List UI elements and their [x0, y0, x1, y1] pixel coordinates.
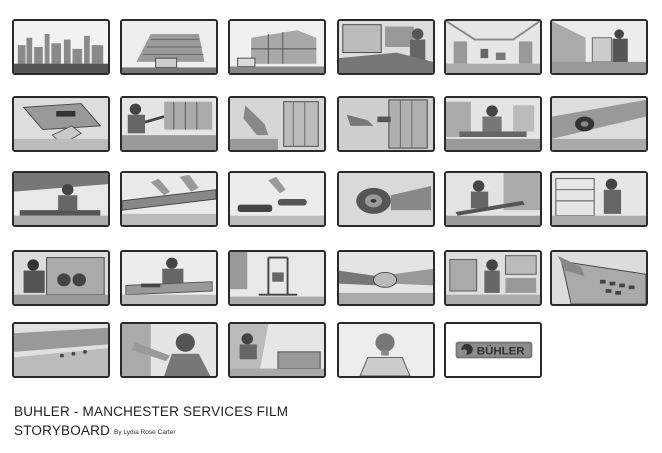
building-with-van-sketch — [122, 21, 216, 73]
storyboard-frame-24 — [550, 250, 648, 306]
storyboard-frame-8 — [120, 96, 218, 152]
warehouse-interior-sketch — [446, 21, 540, 73]
office-building-sketch — [230, 21, 324, 73]
storyboard-frame-10 — [337, 96, 435, 152]
worker-in-corridor-sketch — [552, 21, 646, 73]
city-skyline-sketch — [14, 21, 108, 73]
handshake-sketch — [339, 252, 433, 304]
storyboard-frame-14 — [120, 171, 218, 227]
storyboard-frame-17 — [444, 171, 542, 227]
cabinet-detail-sketch — [339, 98, 433, 150]
technician-at-bench-sketch — [446, 98, 540, 150]
storyboard-frame-3 — [228, 19, 326, 75]
storyboard-frame-4 — [337, 19, 435, 75]
worker-at-machine-sketch — [14, 252, 108, 304]
storyboard-frame-19 — [12, 250, 110, 306]
storyboard-frame-11 — [444, 96, 542, 152]
title-block: BUHLER - MANCHESTER SERVICES FILM STORYB… — [14, 403, 288, 441]
control-panel-hand-sketch — [552, 252, 646, 304]
storyboard-frame-15 — [228, 171, 326, 227]
storyboard-frame-2 — [120, 19, 218, 75]
worker-at-desk-sketch — [122, 252, 216, 304]
van-driver-sketch — [339, 21, 433, 73]
smiling-man-portrait-sketch — [339, 324, 433, 376]
storyboard-frame-5 — [444, 19, 542, 75]
production-line-sketch — [14, 324, 108, 376]
lifting-frame-sketch — [230, 252, 324, 304]
storyboard-frame-13 — [12, 171, 110, 227]
hand-on-panel-sketch — [230, 98, 324, 150]
storyboard-frame-22 — [337, 250, 435, 306]
storyboard-label: STORYBOARD — [14, 423, 111, 438]
worker-with-shelves-sketch — [552, 173, 646, 225]
storyboard-frame-28 — [337, 322, 435, 378]
roller-closeup-sketch — [339, 173, 433, 225]
storyboard-frame-18 — [550, 171, 648, 227]
control-room-sketch — [446, 252, 540, 304]
storyboard-frame-26 — [120, 322, 218, 378]
storyboard-frame-6 — [550, 19, 648, 75]
seated-person-sketch — [230, 324, 324, 376]
storyboard-frame-23 — [444, 250, 542, 306]
hand-on-machine-sketch — [14, 98, 108, 150]
storyboard-frame-29: BÜHLER — [444, 322, 542, 378]
storyboard-frame-27 — [228, 322, 326, 378]
buhler-logo-frame: BÜHLER — [446, 324, 540, 376]
film-title: BUHLER - MANCHESTER SERVICES FILM — [14, 404, 289, 419]
worker-carrying-part-sketch — [446, 173, 540, 225]
hands-measuring-sketch — [122, 173, 216, 225]
storyboard-frame-20 — [120, 250, 218, 306]
buhler-logo-text: BÜHLER — [477, 345, 525, 358]
storyboard-frame-1 — [12, 19, 110, 75]
worker-closeup-sketch — [122, 324, 216, 376]
storyboard-frame-16 — [337, 171, 435, 227]
storyboard-frame-7 — [12, 96, 110, 152]
storyboard-frame-25 — [12, 322, 110, 378]
author-credit: By Lydia Rose Carter — [114, 429, 176, 436]
hands-with-rollers-sketch — [230, 173, 324, 225]
storyboard-frame-21 — [228, 250, 326, 306]
worker-inspecting-sketch — [122, 98, 216, 150]
storyboard-frame-9 — [228, 96, 326, 152]
storyboard-frame-12 — [550, 96, 648, 152]
worker-at-table-sketch — [14, 173, 108, 225]
roller-part-sketch — [552, 98, 646, 150]
